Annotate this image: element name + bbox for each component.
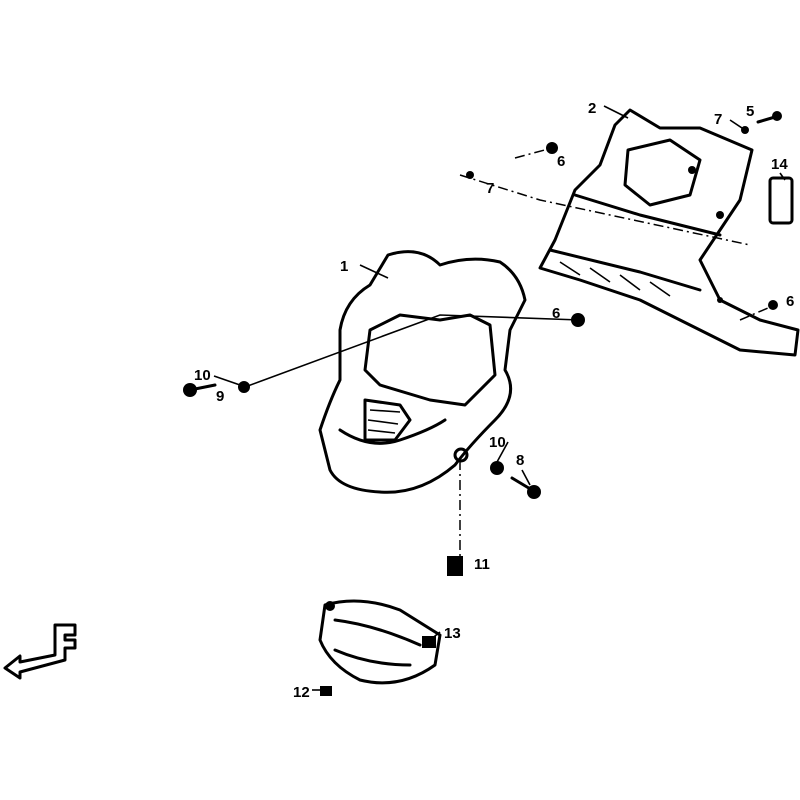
callout-14: 14 xyxy=(771,156,788,173)
callout-10: 10 xyxy=(489,434,506,451)
inner-panel-part-2 xyxy=(538,108,800,357)
callout-7: 7 xyxy=(714,111,722,128)
callout-7: 7 xyxy=(486,180,494,197)
callout-11: 11 xyxy=(474,556,490,573)
front-cover-part-1 xyxy=(318,250,527,494)
lower-cover-part-13 xyxy=(318,599,442,696)
callout-2: 2 xyxy=(588,100,596,117)
callout-8: 8 xyxy=(516,452,524,469)
callout-6: 6 xyxy=(786,293,794,310)
fasteners xyxy=(183,111,794,648)
callout-1: 1 xyxy=(340,258,348,275)
callout-6: 6 xyxy=(557,153,565,170)
callout-6: 6 xyxy=(552,305,560,322)
callout-5: 5 xyxy=(746,103,754,120)
front-direction-arrow xyxy=(3,623,77,680)
callout-13: 13 xyxy=(444,625,461,642)
leader-lines xyxy=(213,105,786,691)
callout-10: 10 xyxy=(194,367,211,384)
callout-9: 9 xyxy=(216,388,224,405)
callout-12: 12 xyxy=(293,684,310,701)
